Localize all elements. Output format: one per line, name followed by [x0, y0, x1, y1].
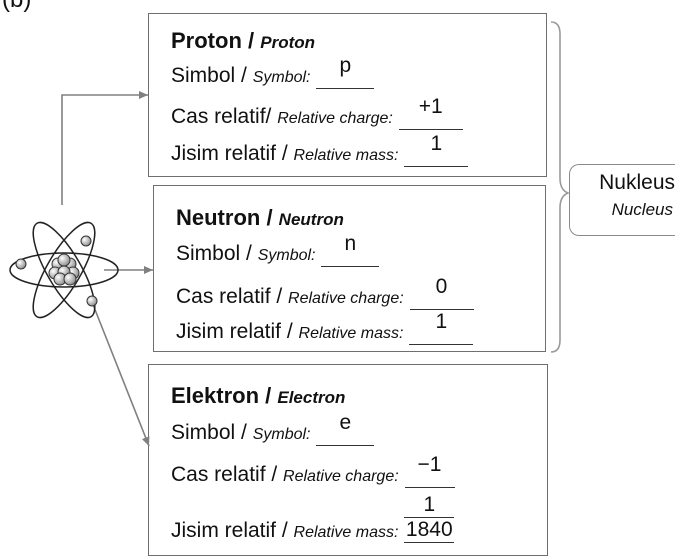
- electron-charge-answer: −1: [404, 453, 455, 488]
- proton-charge-answer: +1: [398, 95, 463, 130]
- neutron-charge-answer: 0: [409, 275, 474, 310]
- neutron-symbol-row: Simbol / Symbol: n: [176, 232, 380, 267]
- proton-mass-row: Jisim relatif / Relative mass: 1: [171, 132, 469, 167]
- neutron-mass-row: Jisim relatif / Relative mass: 1: [176, 310, 474, 345]
- electron-mass-denominator: 1840: [404, 518, 455, 543]
- electron-box: Elektron / Electron Simbol / Symbol: e C…: [148, 364, 548, 556]
- electron-symbol-answer: e: [316, 411, 375, 446]
- nucleus-label-box: Nukleus Nucleus: [569, 164, 675, 236]
- electron-mass-row: Jisim relatif / Relative mass: 1 1840: [171, 493, 455, 543]
- electron-mass-fraction: 1 1840: [404, 493, 455, 543]
- electron-title: Elektron / Electron: [171, 383, 346, 408]
- proton-symbol-row: Simbol / Symbol: p: [171, 54, 375, 89]
- neutron-title: Neutron / Neutron: [176, 205, 344, 230]
- electron-mass-numerator: 1: [404, 493, 455, 518]
- atom-icon: [9, 221, 119, 319]
- proton-symbol-answer: p: [316, 54, 375, 89]
- proton-box: Proton / Proton Simbol / Symbol: p Cas r…: [148, 13, 547, 177]
- arrow-to-proton: [61, 91, 148, 205]
- proton-charge-row: Cas relatif/ Relative charge: +1: [171, 95, 463, 130]
- proton-title: Proton / Proton: [171, 28, 316, 53]
- part-label: (b): [2, 0, 31, 14]
- arrow-to-electron: [91, 301, 150, 447]
- nucleus-label: Nukleus: [599, 171, 675, 194]
- electron-symbol-row: Simbol / Symbol: e: [171, 411, 375, 446]
- nucleus-brace: [550, 21, 571, 353]
- electron-charge-row: Cas relatif / Relative charge: −1: [171, 453, 455, 488]
- neutron-charge-row: Cas relatif / Relative charge: 0: [176, 275, 474, 310]
- neutron-mass-answer: 1: [409, 310, 474, 345]
- neutron-symbol-answer: n: [321, 232, 380, 267]
- nucleus-label-en: Nucleus: [611, 200, 673, 219]
- proton-mass-answer: 1: [404, 132, 469, 167]
- neutron-box: Neutron / Neutron Simbol / Symbol: n Cas…: [153, 185, 546, 352]
